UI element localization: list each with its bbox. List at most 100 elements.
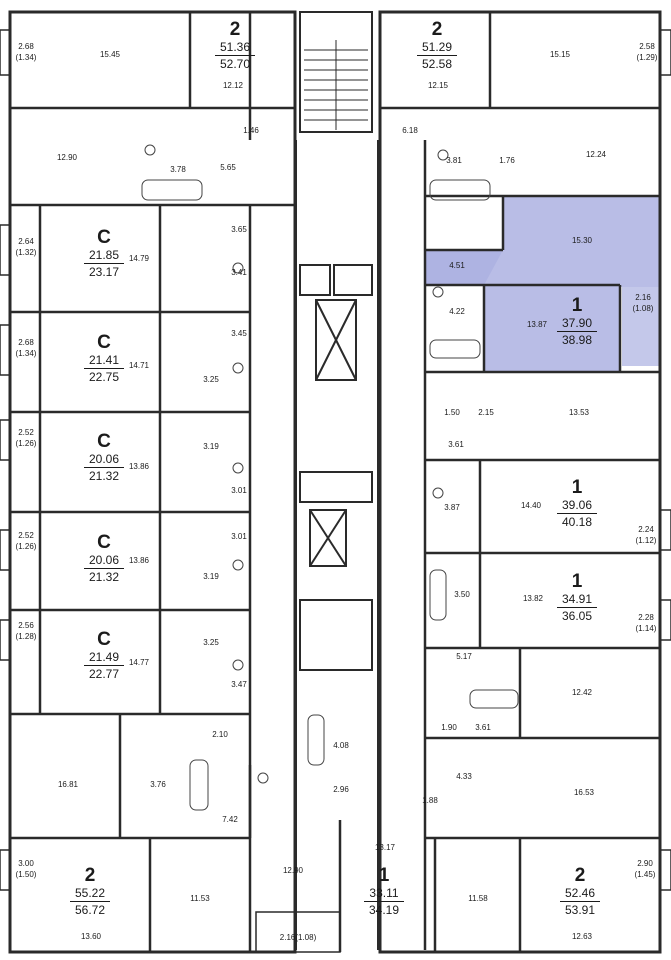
unit-type: 1 <box>571 477 583 498</box>
unit-label[interactable]: C 21.41 22.75 <box>84 333 124 384</box>
room-area: 11.58 <box>468 894 488 903</box>
unit-area-divider <box>364 901 404 902</box>
room-area: 13.87 <box>526 320 548 329</box>
unit-area-divider <box>84 568 124 569</box>
lift-shaft-bottom <box>309 509 347 567</box>
room-area: 11.53 <box>190 894 210 903</box>
lift-shaft-top <box>315 299 357 381</box>
balcony-area: 2.24 <box>638 525 654 534</box>
lift-cross-b <box>315 299 357 381</box>
unit-label[interactable]: C 21.85 23.17 <box>84 228 124 279</box>
room-area: 15.15 <box>549 50 571 59</box>
room-area: 13.86 <box>128 556 150 565</box>
unit-type: 1 <box>378 865 390 886</box>
room-area: 3.45 <box>231 329 247 338</box>
unit-area-living: 33.11 <box>369 886 399 900</box>
unit-label[interactable]: 1 37.90 38.98 <box>557 296 597 347</box>
room-area: 15.45 <box>99 50 121 59</box>
room-area: 14.71 <box>128 361 150 370</box>
room-area: 13.60 <box>80 932 102 941</box>
room-area: 3.61 <box>448 440 464 449</box>
unit-area-total: 34.19 <box>368 903 400 917</box>
balcony-area: 2.58 <box>639 42 655 51</box>
room-area: 5.65 <box>220 163 236 172</box>
room-area: 12.12 <box>222 81 244 90</box>
room-area: 3.65 <box>231 225 247 234</box>
unit-type: 2 <box>574 865 586 886</box>
room-area: 3.47 <box>231 680 247 689</box>
room-area: 4.08 <box>333 741 349 750</box>
balcony-area: 2.68 <box>18 338 34 347</box>
unit-area-living: 34.91 <box>561 592 593 606</box>
unit-area-total: 38.98 <box>561 333 593 347</box>
unit-label[interactable]: 2 55.22 56.72 <box>70 866 110 917</box>
room-area: 3.78 <box>170 165 186 174</box>
room-area: 12.24 <box>585 150 607 159</box>
unit-type: C <box>97 227 111 248</box>
unit-label[interactable]: 2 52.46 53.91 <box>560 866 600 917</box>
room-area: 3.25 <box>203 375 219 384</box>
unit-area-living: 39.06 <box>561 498 593 512</box>
room-area: 4.51 <box>449 261 465 270</box>
room-area: 3.76 <box>150 780 166 789</box>
unit-area-total: 36.05 <box>561 609 593 623</box>
unit-area-total: 22.77 <box>88 667 120 681</box>
room-area: 1.50 <box>444 408 460 417</box>
unit-area-total: 40.18 <box>561 515 593 529</box>
unit-area-living: 51.29 <box>421 40 453 54</box>
unit-label[interactable]: 1 39.06 40.18 <box>557 478 597 529</box>
unit-area-living: 21.41 <box>88 353 120 367</box>
unit-label[interactable]: C 20.06 21.32 <box>84 533 124 584</box>
unit-label[interactable]: C 20.06 21.32 <box>84 432 124 483</box>
room-area: 13.86 <box>128 462 150 471</box>
room-area: 4.33 <box>456 772 472 781</box>
core-room-d <box>299 599 373 671</box>
unit-area-living: 37.90 <box>561 316 593 330</box>
balcony-area-reduced: (1.08) <box>632 304 654 313</box>
unit-label[interactable]: 2 51.36 52.70 <box>215 20 255 71</box>
left-wing-outline <box>8 10 297 954</box>
unit-area-divider <box>557 331 597 332</box>
room-area: 4.22 <box>449 307 465 316</box>
balcony-area-reduced: (1.45) <box>634 870 656 879</box>
room-area: 12.15 <box>427 81 449 90</box>
room-area: 3.81 <box>446 156 462 165</box>
unit-label[interactable]: 1 33.11 34.19 <box>364 866 404 917</box>
unit-type: 1 <box>571 295 583 316</box>
unit-area-total: 21.32 <box>88 570 120 584</box>
room-area: 2.10 <box>212 730 228 739</box>
balcony-area: 2.90 <box>637 859 653 868</box>
room-area: 3.25 <box>203 638 219 647</box>
unit-type: C <box>97 332 111 353</box>
unit-label[interactable]: 1 34.91 36.05 <box>557 572 597 623</box>
balcony-area-reduced: (1.28) <box>15 632 37 641</box>
unit-area-living: 21.85 <box>88 248 120 262</box>
unit-area-divider <box>557 607 597 608</box>
balcony-area: 2.28 <box>638 613 654 622</box>
balcony-area-reduced: (1.26) <box>15 439 37 448</box>
unit-label[interactable]: 2 51.29 52.58 <box>417 20 457 71</box>
balcony-area-reduced: (1.29) <box>636 53 658 62</box>
unit-area-divider <box>84 665 124 666</box>
balcony-area-reduced: (1.50) <box>15 870 37 879</box>
unit-area-total: 56.72 <box>74 903 106 917</box>
left-unit-walls <box>10 12 342 952</box>
room-area: 14.79 <box>128 254 150 263</box>
room-area: 1.46 <box>243 126 259 135</box>
unit-area-divider <box>84 467 124 468</box>
unit-type: 1 <box>571 571 583 592</box>
unit-area-living: 52.46 <box>564 886 596 900</box>
unit-area-living: 55.22 <box>74 886 106 900</box>
unit-label[interactable]: C 21.49 22.77 <box>84 630 124 681</box>
room-area: 13.17 <box>374 843 396 852</box>
room-area: 12.42 <box>571 688 593 697</box>
unit-area-living: 21.49 <box>88 650 120 664</box>
room-area: 14.40 <box>520 501 542 510</box>
unit-area-divider <box>84 263 124 264</box>
unit-area-divider <box>560 901 600 902</box>
unit-area-living: 51.36 <box>219 40 251 54</box>
room-area: 3.19 <box>203 572 219 581</box>
balcony-area: 2.16 <box>635 293 651 302</box>
room-area: 16.53 <box>573 788 595 797</box>
